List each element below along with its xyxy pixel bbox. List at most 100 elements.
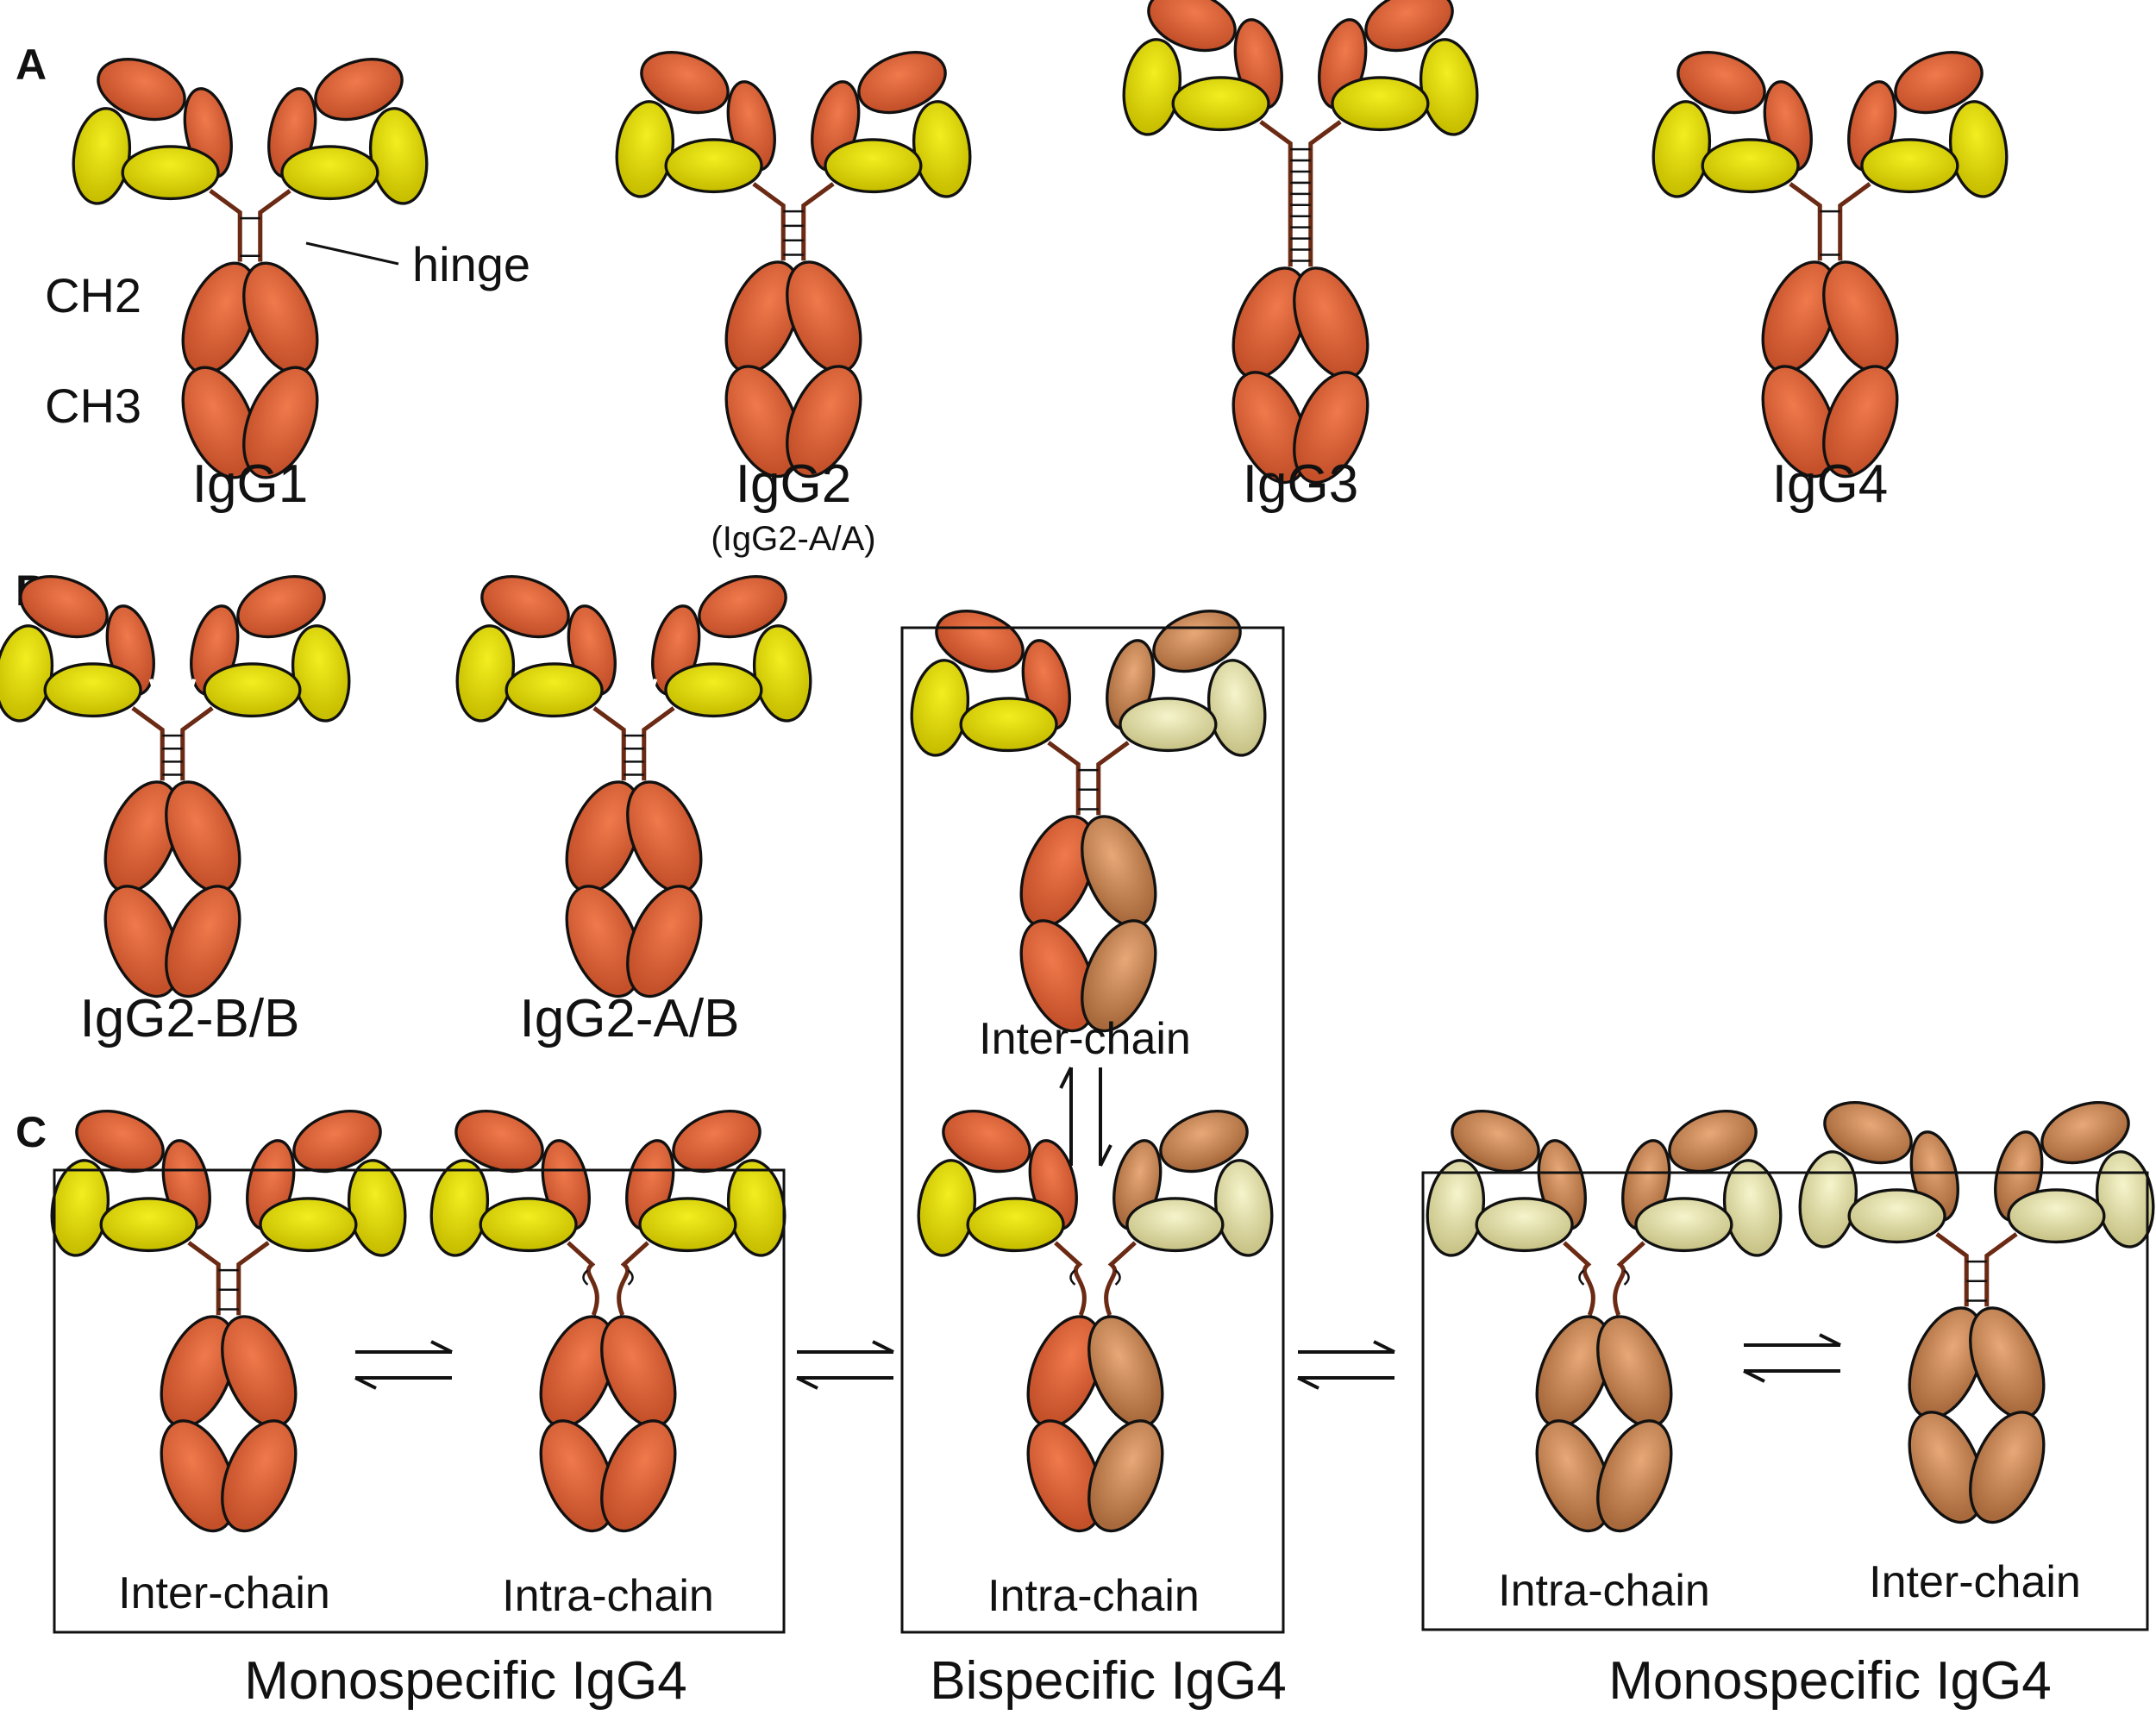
- ch3-domain: [1535, 1419, 1612, 1533]
- antibody-body: [1798, 1101, 2155, 1524]
- b-form-disulfide: [157, 671, 173, 730]
- heavy-chain-vh-domain: [19, 575, 109, 639]
- hinge-chain: [258, 189, 291, 262]
- b-form-disulfide: [172, 671, 188, 730]
- antibody-body: [455, 575, 812, 998]
- ch3-domain: [165, 885, 241, 998]
- light-chain-cl-domain: [1475, 1197, 1574, 1253]
- ch3-domain: [221, 1419, 298, 1533]
- hinge-chain: [1259, 120, 1293, 267]
- label-igg2: IgG2: [736, 454, 851, 514]
- ch3-domain: [1019, 919, 1096, 1033]
- antibody-igg2-ab: [455, 575, 812, 998]
- heavy-chain-vh-domain: [314, 58, 404, 122]
- ch3-domain: [1969, 1411, 2046, 1524]
- heavy-chain-vh-domain: [672, 1110, 761, 1174]
- light-chain-vl-domain: [1798, 1150, 1858, 1249]
- light-chain-vl-domain: [615, 100, 675, 198]
- light-chain-cl-domain: [824, 138, 923, 194]
- antibody-mono-left-inter: [50, 1110, 407, 1533]
- b-form-disulfide: [176, 678, 197, 731]
- hinge-chain: [752, 182, 786, 261]
- heavy-chain-vh-domain: [97, 58, 186, 122]
- heavy-chain-vh-domain: [1823, 1101, 1913, 1165]
- ch3-domain: [1232, 371, 1308, 485]
- hinge-chain: [1789, 182, 1822, 261]
- ch3-domain: [1087, 1419, 1164, 1533]
- light-chain-cl-domain: [1331, 76, 1430, 132]
- heavy-chain-vh-domain: [935, 610, 1025, 673]
- hinge-chain: [1047, 741, 1081, 816]
- label-igg2-sub: (IgG2-A/A): [711, 520, 875, 558]
- light-chain-cl-domain: [43, 662, 142, 718]
- light-chain-cl-domain: [1634, 1197, 1733, 1253]
- equilibrium-arrows-vertical: [1059, 1067, 1112, 1167]
- light-chain-cl-domain: [479, 1197, 578, 1253]
- hinge-chain: [209, 189, 242, 262]
- hinge-chain: [1563, 1241, 1595, 1317]
- ch3-domain: [1293, 371, 1369, 485]
- antibody-body: [1122, 0, 1479, 485]
- hinge-chain: [1838, 182, 1871, 261]
- ch3-domain: [1596, 1419, 1673, 1533]
- heavy-chain-vh-domain: [942, 1110, 1031, 1174]
- label-igg2-ab: IgG2-A/B: [520, 989, 740, 1048]
- hinge-chain: [1054, 1241, 1087, 1317]
- intra-disulfide: [1623, 1269, 1630, 1286]
- heavy-chain-vh-domain: [236, 575, 326, 639]
- heavy-chain-vh-domain: [857, 51, 947, 115]
- intra-disulfide: [627, 1269, 634, 1286]
- light-chain-vl-domain: [429, 1159, 490, 1257]
- antibody-igg2: [615, 51, 972, 479]
- light-chain-cl-domain: [1171, 76, 1270, 132]
- hinge-chain: [187, 1241, 221, 1316]
- hinge-chain: [642, 706, 675, 781]
- ch3-domain: [1761, 365, 1838, 479]
- heavy-chain-vh-domain: [1894, 51, 1984, 115]
- heavy-chain-vh-domain: [454, 1110, 544, 1174]
- antibody-igg4: [1651, 51, 2009, 479]
- light-chain-cl-domain: [664, 662, 763, 718]
- hinge-chain: [1935, 1232, 1969, 1307]
- hinge-chain: [236, 1241, 270, 1316]
- hinge-chain: [1613, 1241, 1645, 1317]
- light-chain-cl-domain: [2007, 1188, 2106, 1244]
- heavy-chain-vh-domain: [1152, 610, 1242, 673]
- antibody-body: [429, 1110, 787, 1533]
- antibody-igg1: [72, 58, 429, 479]
- hinge-chain: [1984, 1232, 2018, 1307]
- ch3-domain: [565, 885, 642, 998]
- reverse-arrow: [1297, 1376, 1395, 1390]
- light-chain-cl-domain: [664, 138, 763, 194]
- panel-letter-a: A: [16, 41, 47, 89]
- label-right-intra: Intra-chain: [1498, 1566, 1710, 1616]
- box-monospecific-right: [1421, 1171, 2149, 1631]
- ch3-domain: [242, 366, 319, 479]
- light-chain-cl-domain: [1119, 697, 1218, 753]
- b-form-disulfide: [148, 678, 169, 731]
- hinge-chain: [592, 706, 626, 781]
- heavy-chain-vh-domain: [480, 575, 570, 639]
- label-hinge: hinge: [412, 237, 530, 291]
- caption-monospecific-right: Monospecific IgG4: [1608, 1651, 2051, 1711]
- up-arrow: [1059, 1067, 1073, 1166]
- antibody-igg3: [1122, 0, 1479, 485]
- light-chain-vl-domain: [72, 107, 132, 205]
- intra-disulfide: [1578, 1269, 1585, 1286]
- equilibrium-arrows-left-to-mid: [796, 1340, 894, 1390]
- ch3-domain: [786, 365, 862, 479]
- b-form-disulfide: [617, 679, 632, 730]
- ch3-domain: [539, 1419, 616, 1533]
- caption-bispecific: Bispecific IgG4: [930, 1651, 1287, 1711]
- heavy-chain-vh-domain: [2040, 1101, 2130, 1165]
- b-form-disulfide: [646, 678, 658, 702]
- light-chain-vl-domain: [1213, 1159, 1274, 1257]
- label-igg2-bb: IgG2-B/B: [80, 989, 300, 1048]
- light-chain-cl-domain: [505, 662, 604, 718]
- equilibrium-arrows-right-box: [1743, 1333, 1841, 1383]
- antibody-mono-right-intra: [1426, 1110, 1783, 1533]
- reverse-arrow: [354, 1376, 452, 1390]
- hinge-chain: [131, 706, 165, 781]
- intra-disulfide: [582, 1269, 589, 1286]
- heavy-chain-vh-domain: [1677, 51, 1766, 115]
